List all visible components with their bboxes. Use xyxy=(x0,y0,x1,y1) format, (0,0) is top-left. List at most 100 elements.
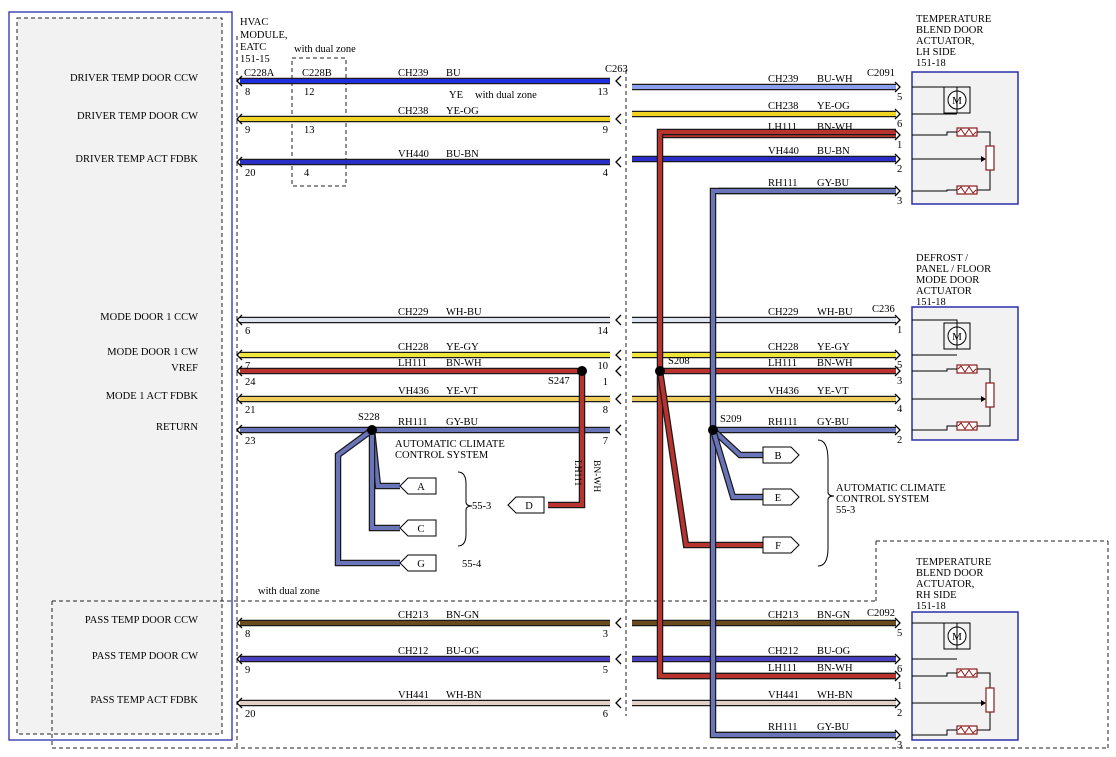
actuator-wire-circuit-label: CH229 xyxy=(768,307,798,318)
pot-lead xyxy=(977,131,991,146)
wire-color-label: BU-OG xyxy=(446,646,480,657)
module-pin-arrow xyxy=(236,113,243,125)
actuator-pin-arrow xyxy=(894,314,901,326)
actuator-pin-arrow xyxy=(894,393,901,405)
connector-c228b-label: C228B xyxy=(302,68,332,79)
wire-circuit-label: CH229 xyxy=(398,307,428,318)
wire-circuit-label: CH212 xyxy=(398,646,428,657)
c263-pin-arrow xyxy=(615,697,622,709)
actuator-wire-circuit-label: RH111 xyxy=(768,178,798,189)
reference-tag-letter: E xyxy=(775,493,781,504)
left-ref-page-g: 55-4 xyxy=(462,559,482,570)
actuator-name-line: ACTUATOR, xyxy=(916,36,974,47)
actuator-name-line: PANEL / FLOOR xyxy=(916,264,991,275)
actuator-wire-color-label: GY-BU xyxy=(817,417,850,428)
wire-circuit-label: CH238 xyxy=(398,106,428,117)
actuator-pin-arrow xyxy=(894,670,901,682)
circuit-label: DRIVER TEMP DOOR CW xyxy=(77,111,198,122)
actuator-pin-number: 5 xyxy=(897,92,902,103)
actuator-wire-color-label: BU-BN xyxy=(817,146,850,157)
actuator-pin-arrow xyxy=(894,365,901,377)
actuator-wire-circuit-label: VH441 xyxy=(768,690,799,701)
splice-dot xyxy=(577,366,587,376)
actuator-connector-label: C236 xyxy=(872,304,895,315)
splice-dot xyxy=(367,425,377,435)
c263-pin-arrow xyxy=(615,617,622,629)
lh111-bus-lower xyxy=(658,371,896,678)
module-pin-arrow xyxy=(236,424,243,436)
pot-lead xyxy=(977,712,991,731)
actuator-wire-color-label: WH-BU xyxy=(817,307,853,318)
pot-lead xyxy=(977,368,991,383)
circuit-label: PASS TEMP DOOR CW xyxy=(92,651,198,662)
rh111-bus-upper-outline xyxy=(709,187,896,430)
circuit-label: RETURN xyxy=(156,422,198,433)
actuator-wire-color-label: YE-OG xyxy=(817,101,850,112)
actuator-wire-circuit-label: LH111 xyxy=(768,122,797,133)
wire-circuit-label: VH436 xyxy=(398,386,429,397)
actuator-wire-circuit-label: RH111 xyxy=(768,417,798,428)
actuator-pin-arrow xyxy=(894,153,901,165)
circuit-label: MODE DOOR 1 CCW xyxy=(100,312,198,323)
actuator-wire-circuit-label: LH111 xyxy=(768,663,797,674)
wire-color-label: YE-VT xyxy=(446,386,478,397)
circuit-label: PASS TEMP ACT FDBK xyxy=(90,695,198,706)
rh111-to-ref-e xyxy=(711,429,763,499)
actuator-wire-color-label: BN-WH xyxy=(817,122,853,133)
splice-s228-label: S228 xyxy=(358,412,380,423)
reference-tag xyxy=(507,496,545,514)
actuator-name-line: ACTUATOR xyxy=(916,286,972,297)
resistor-lead xyxy=(912,729,957,736)
actuator-name-line: DEFROST / xyxy=(916,253,968,264)
dual-zone-section-label: with dual zone xyxy=(258,586,320,597)
rh111-to-ref-g xyxy=(336,428,400,565)
hvac-module-name-line: EATC xyxy=(240,42,266,53)
pot-wiper-arrow xyxy=(981,396,986,402)
right-ref-group-label: AUTOMATIC CLIMATE xyxy=(836,483,946,494)
hvac-module-name-line: MODULE, xyxy=(240,30,288,41)
actuator-wire-circuit-label: CH238 xyxy=(768,101,798,112)
actuator-pin-arrow xyxy=(894,424,901,436)
lh111-bus-upper-outline xyxy=(656,128,896,371)
wire-color-label: BN-WH xyxy=(446,358,482,369)
right-ref-page: 55-3 xyxy=(836,505,855,516)
splice-s247-label: S247 xyxy=(548,376,570,387)
pot-wiper-arrow xyxy=(981,156,986,162)
module-pin-number: 6 xyxy=(245,326,250,337)
actuator-pin-arrow xyxy=(894,108,901,120)
module-pin-number: 8 xyxy=(245,87,250,98)
motor-symbol-letter: M xyxy=(952,331,962,343)
actuator-connector-label: C2092 xyxy=(867,608,895,619)
pot-lead xyxy=(977,170,991,191)
actuator-pin-arrow xyxy=(894,617,901,629)
actuator-name-line: 151-18 xyxy=(916,58,946,69)
module-pin-number: 9 xyxy=(245,665,250,676)
actuator-pin-number: 3 xyxy=(897,376,902,387)
c263-pin-arrow xyxy=(615,653,622,665)
rh111-bus-lower-outline xyxy=(709,430,896,739)
actuator-pin-number: 2 xyxy=(897,708,902,719)
wire-color-label: YE-GY xyxy=(446,342,479,353)
actuator-wire-color-label: BN-WH xyxy=(817,358,853,369)
module-pin-arrow xyxy=(236,156,243,168)
actuator-name-line: MODE DOOR xyxy=(916,275,979,286)
actuator-pin-arrow xyxy=(894,81,901,93)
actuator-name-line: BLEND DOOR xyxy=(916,25,983,36)
actuator-wire-color-label: YE-GY xyxy=(817,342,850,353)
module-pin-number: 8 xyxy=(245,629,250,640)
motor-lead xyxy=(912,319,958,349)
actuator-name-line: BLEND DOOR xyxy=(916,568,983,579)
c263-pin-arrow xyxy=(615,113,622,125)
wire-circuit-label: RH111 xyxy=(398,417,428,428)
resistor-lead xyxy=(912,189,957,192)
module-pin-arrow xyxy=(236,75,243,87)
module-pin-arrow xyxy=(236,393,243,405)
pot-lead xyxy=(977,672,991,688)
actuator-pin-number: 5 xyxy=(897,360,902,371)
actuator-pin-arrow xyxy=(894,185,901,197)
circuit-label: DRIVER TEMP ACT FDBK xyxy=(75,154,198,165)
reference-tag xyxy=(399,554,437,572)
c263-pin-number: 9 xyxy=(603,125,608,136)
left-ref-brace xyxy=(457,471,473,547)
reference-tag xyxy=(399,519,437,537)
